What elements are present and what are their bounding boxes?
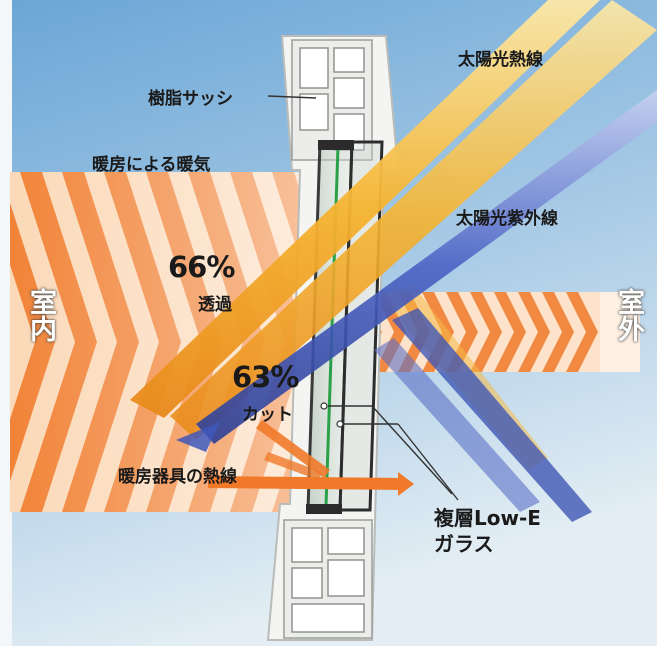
- transmission-label: 透過: [198, 295, 232, 315]
- glass-point-dot: [336, 420, 344, 428]
- heater-heat-ray-arrows: [208, 420, 414, 496]
- glass-label-line2: ガラス: [434, 532, 494, 556]
- outdoor-label: 室外: [613, 288, 644, 342]
- cut-point-dot: [320, 402, 328, 410]
- left-margin: [0, 0, 12, 646]
- sash-label: 樹脂サッシ: [148, 89, 233, 109]
- leader-lines: [267, 95, 459, 501]
- transmitted-heat-arrow: [176, 422, 220, 452]
- cut-percent: 63%: [232, 360, 299, 394]
- solar-uv-rays-label: 太陽光紫外線: [456, 209, 558, 229]
- cut-label: カット: [242, 405, 293, 425]
- heater-heat-rays-label: 暖房器具の熱線: [118, 467, 237, 487]
- indoor-label: 室内: [25, 288, 56, 342]
- heating-warmth-label: 暖房による暖気: [92, 155, 211, 175]
- transmission-percent: 66%: [168, 250, 235, 284]
- glass-label-line1: 複層Low-E: [434, 506, 541, 530]
- solar-heat-rays-label: 太陽光熱線: [458, 50, 543, 70]
- solar-uv-rays: [196, 90, 657, 522]
